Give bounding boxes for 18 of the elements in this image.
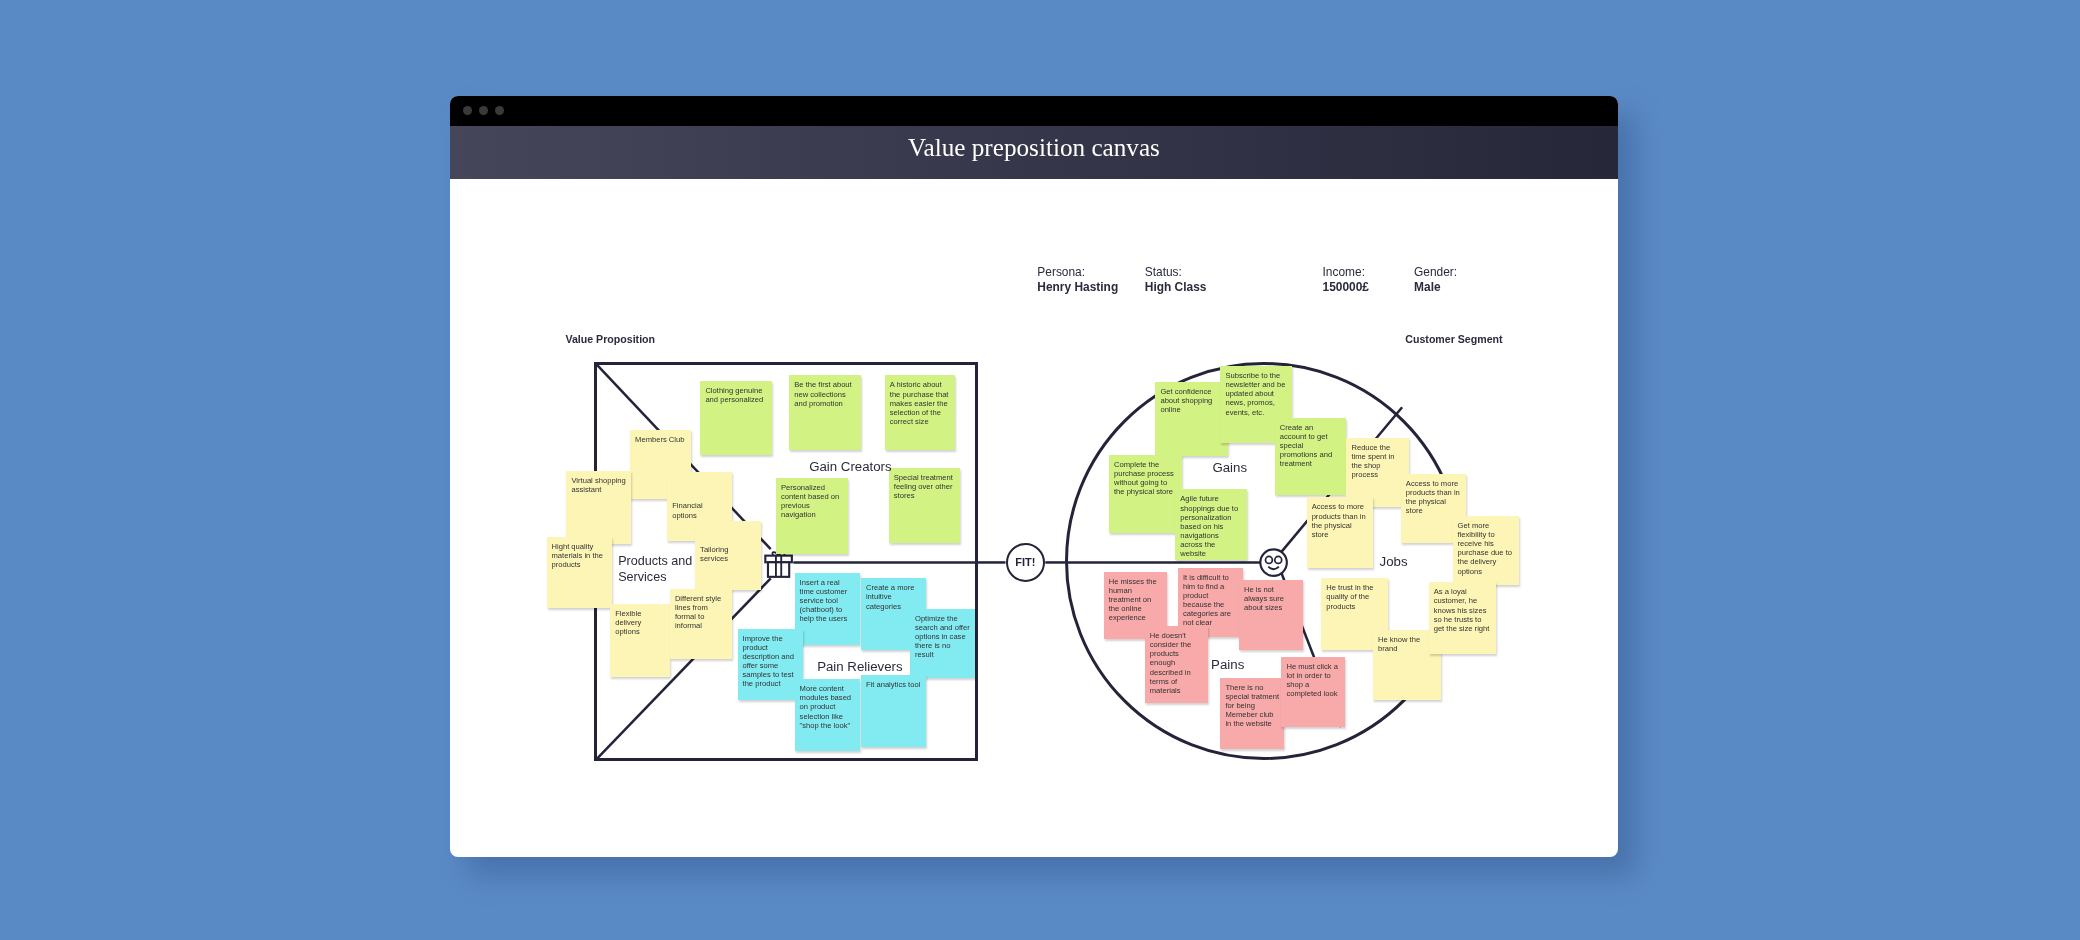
field-value: Henry Hasting	[1037, 279, 1119, 294]
region-label: Jobs	[1379, 554, 1408, 570]
region-label: Pains	[1211, 656, 1245, 672]
region-label: Gains	[1212, 460, 1248, 476]
connector-line	[977, 561, 1006, 564]
section-heading: Value Proposition	[565, 333, 656, 346]
field-label: Income:	[1322, 265, 1365, 280]
connector-line	[1045, 561, 1066, 564]
page-title: Value preposition canvas	[908, 133, 1160, 161]
region-label: Pain Relievers	[817, 659, 903, 675]
field-value: 150000£	[1322, 279, 1369, 294]
region-label: Products and Services	[618, 554, 693, 586]
field-label: Persona:	[1037, 265, 1086, 280]
field-label: Status:	[1144, 265, 1182, 280]
field-label: Gender:	[1414, 265, 1458, 280]
field-value: Male	[1414, 279, 1441, 294]
field-value: High Class	[1144, 279, 1207, 294]
section-heading: Customer Segment	[1405, 333, 1503, 346]
